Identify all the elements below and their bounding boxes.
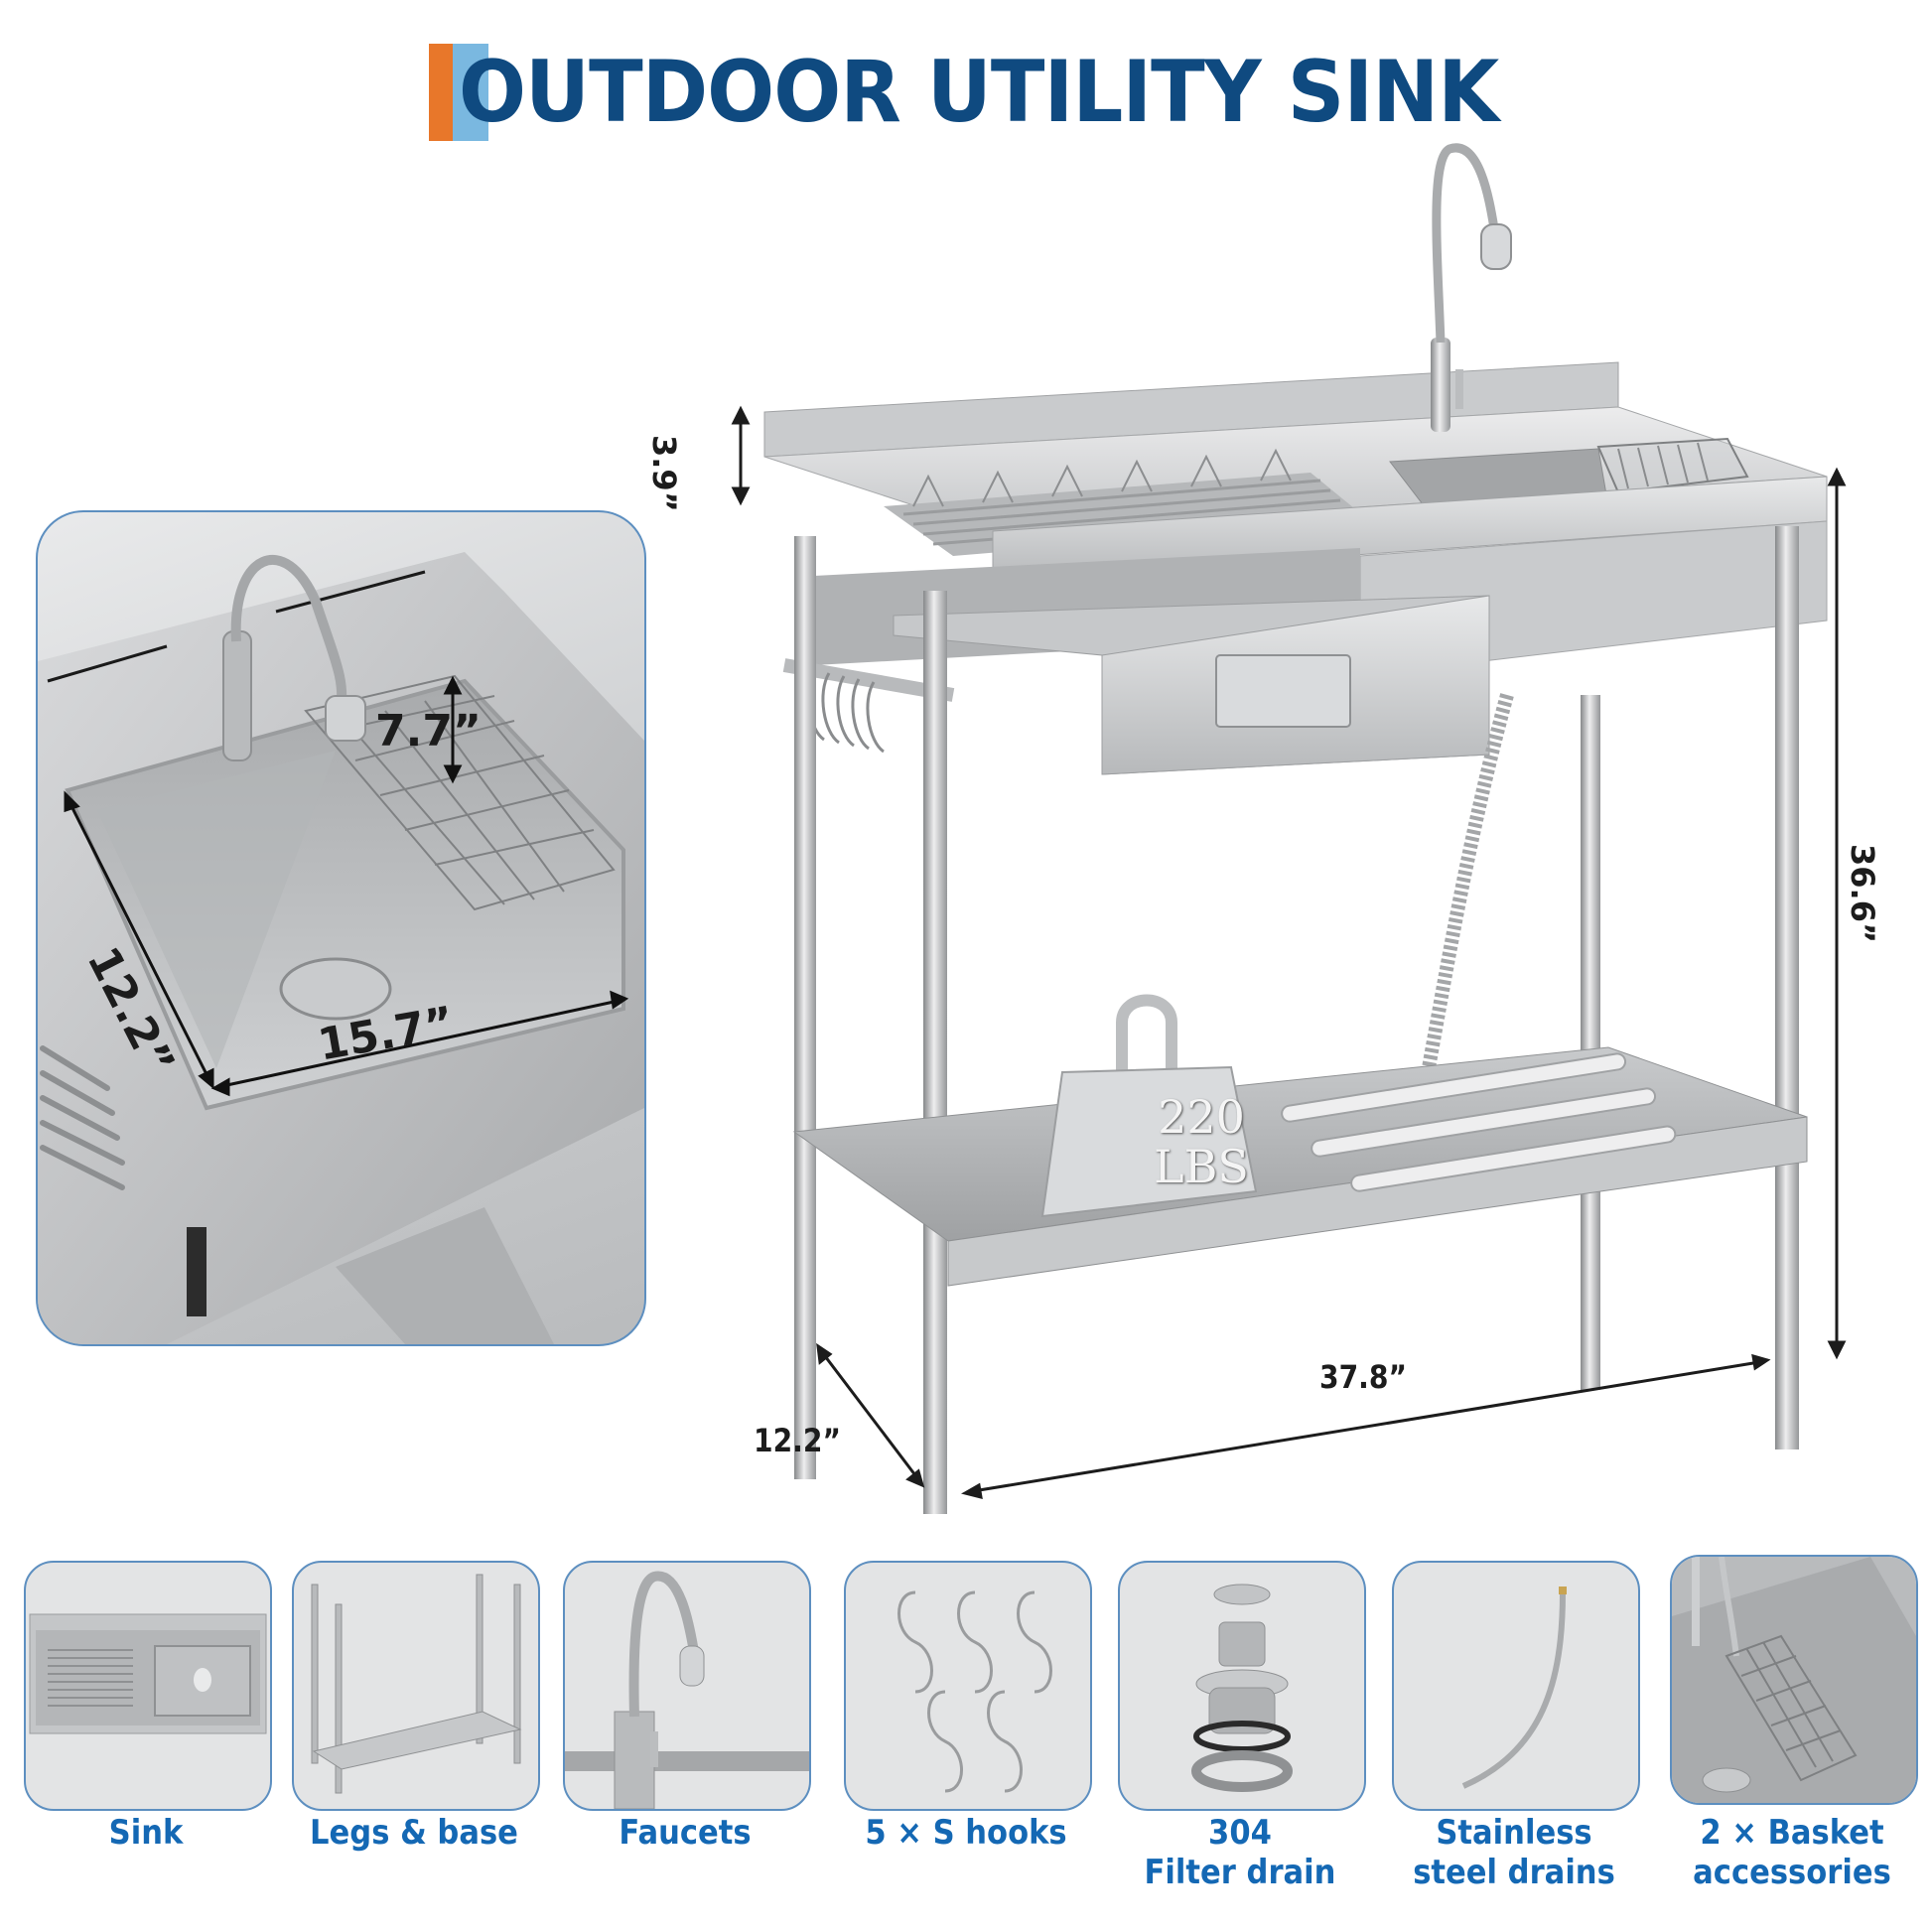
accessory-label-basket: 2 × Basket accessories (1672, 1813, 1913, 1892)
sink-closeup-illustration (38, 552, 644, 1344)
sink-top-view-icon (29, 1613, 267, 1734)
load-capacity-label: 220 LBS (1132, 1092, 1271, 1191)
accessory-label-filter-drain-line2: Filter drain (1144, 1853, 1336, 1892)
faucet-icon (565, 1571, 809, 1809)
accessory-label-faucets: Faucets (619, 1813, 752, 1853)
load-capacity-unit: LBS (1154, 1140, 1249, 1193)
accessory-label-drain-hose-line2: steel drains (1413, 1853, 1615, 1892)
accessory-label-legs-base: Legs & base (310, 1813, 518, 1853)
accessory-card-faucets (563, 1561, 811, 1811)
sink-closeup-inset: 7.7” 12.2” 15.7” (36, 510, 646, 1346)
title-accent-blue-bar (453, 44, 488, 141)
filter-drain-icon (1191, 1584, 1293, 1792)
accessory-card-drain-hose (1392, 1561, 1640, 1811)
accessory-label-basket-line2: accessories (1693, 1853, 1891, 1892)
basket-icon (1672, 1557, 1916, 1803)
title-accent-orange-bar (429, 44, 453, 141)
accessory-card-sink (24, 1561, 272, 1811)
page-title-block: OUTDOOR UTILITY SINK (429, 44, 1547, 141)
accessory-label-basket-line1: 2 × Basket (1700, 1813, 1884, 1853)
accessory-card-filter-drain (1118, 1561, 1366, 1811)
accessory-label-filter-drain: 304 Filter drain (1120, 1813, 1361, 1892)
accessory-label-drain-hose-line1: Stainless (1436, 1813, 1592, 1853)
basket-depth-dimension: 7.7” (375, 706, 482, 757)
drain-hose-icon (1461, 1587, 1567, 1789)
load-capacity-value: 220 (1158, 1090, 1245, 1144)
accessory-label-filter-drain-line1: 304 (1208, 1813, 1272, 1853)
page-title: OUTDOOR UTILITY SINK (459, 43, 1499, 142)
backsplash-height-dimension: 3.9” (645, 435, 683, 512)
s-hooks-icon (897, 1590, 1052, 1793)
legs-and-shelf-icon (311, 1574, 522, 1794)
length-dimension: 37.8” (1318, 1358, 1407, 1396)
accessory-label-s-hooks: 5 × S hooks (865, 1813, 1067, 1853)
accessory-card-legs-base (292, 1561, 540, 1811)
accessory-card-basket (1670, 1555, 1918, 1805)
main-product-illustration: 220 LBS (755, 139, 1932, 1519)
accessory-label-drain-hose: Stainless steel drains (1394, 1813, 1635, 1892)
utility-sink-drawing (763, 143, 1828, 1514)
depth-dimension: 12.2” (753, 1422, 841, 1459)
accessory-label-sink: Sink (108, 1813, 184, 1853)
weight-icon (1040, 994, 1258, 1218)
accessory-card-s-hooks (844, 1561, 1092, 1811)
total-height-dimension: 36.6” (1844, 844, 1881, 943)
main-dimension-arrows (731, 405, 1847, 1500)
